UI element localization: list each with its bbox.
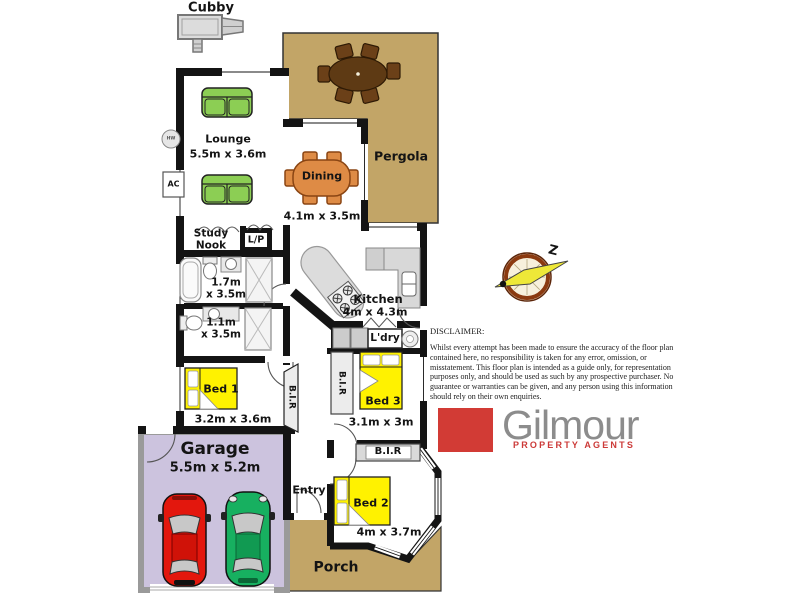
bir-bed1-label: B.I.R bbox=[286, 385, 297, 409]
laundry-label: L'dry bbox=[370, 331, 400, 344]
bir-bed2-label-box bbox=[365, 445, 412, 460]
sink-icon bbox=[401, 271, 417, 297]
toilet-icon bbox=[202, 256, 218, 280]
compass-needle bbox=[494, 260, 569, 288]
hot-water-icon bbox=[161, 129, 181, 149]
lounge-label: Lounge bbox=[205, 132, 251, 146]
study-nook-desk bbox=[196, 224, 274, 233]
gilmour-logo-tagline: PROPERTY AGENTS bbox=[513, 440, 636, 450]
cubby-label: Cubby bbox=[188, 0, 234, 16]
hot-water-label: HW bbox=[166, 136, 176, 142]
disclaimer-text: Whilst every attempt has been made to en… bbox=[430, 343, 674, 401]
gilmour-logo-name: Gilmour bbox=[502, 402, 640, 448]
bifold-door-icon bbox=[362, 317, 397, 328]
bed3-size: 3.1m x 3m bbox=[348, 415, 414, 429]
dining-label: Dining bbox=[301, 169, 343, 183]
bathroom-main-fixtures bbox=[179, 256, 273, 303]
bed2-label: Bed 2 bbox=[353, 496, 389, 510]
garage-label: Garage bbox=[180, 438, 250, 459]
lounge-size: 5.5m x 3.6m bbox=[189, 147, 267, 161]
bay-windows bbox=[374, 447, 441, 559]
bathroom-second-fixtures bbox=[179, 306, 272, 351]
bir-bed3 bbox=[330, 351, 354, 415]
study-nook-label: Study Nook bbox=[193, 227, 229, 252]
kitchen-island-icon bbox=[300, 245, 365, 319]
car-red-icon bbox=[158, 493, 211, 587]
outdoor-table-icon bbox=[317, 43, 401, 104]
laundry-tub-icon bbox=[401, 330, 419, 348]
kitchen-size: 4m x 4.3m bbox=[342, 305, 408, 319]
dining-table-icon bbox=[284, 151, 359, 205]
garage-door bbox=[150, 584, 274, 593]
sofa-icon bbox=[201, 174, 253, 205]
porch-label: Porch bbox=[313, 559, 359, 576]
pergola-label: Pergola bbox=[373, 148, 429, 164]
bed2-size: 4m x 3.7m bbox=[356, 525, 422, 539]
toilet-icon bbox=[179, 315, 203, 331]
basin-icon bbox=[220, 256, 242, 273]
door-gaps bbox=[146, 284, 427, 520]
bir-bed2-label: B.I.R bbox=[374, 446, 402, 458]
kitchen-label: Kitchen bbox=[353, 292, 403, 307]
shower-icon bbox=[245, 257, 273, 303]
sofa-icon bbox=[201, 87, 253, 118]
air-conditioner-icon bbox=[162, 171, 185, 198]
entry-label: Entry bbox=[292, 483, 326, 497]
basin-icon bbox=[202, 306, 240, 322]
shower-icon bbox=[244, 307, 272, 351]
gilmour-logo-mark bbox=[438, 408, 493, 452]
bed3-label: Bed 3 bbox=[365, 394, 401, 408]
garage-size: 5.5m x 5.2m bbox=[169, 460, 261, 476]
bed1-size: 3.2m x 3.6m bbox=[194, 412, 272, 426]
bed-icon bbox=[184, 367, 238, 410]
bir-bed3-label: B.I.R bbox=[336, 371, 347, 395]
cooktop-icon bbox=[326, 280, 365, 319]
laundry-appliances bbox=[332, 327, 419, 349]
linen-press-label: L/P bbox=[247, 234, 265, 246]
car-green-icon bbox=[221, 491, 275, 587]
air-conditioner-label: AC bbox=[167, 179, 180, 189]
bathtub-icon bbox=[179, 257, 202, 303]
disclaimer-title: DISCLAIMER: bbox=[430, 326, 485, 336]
bed-icon bbox=[359, 351, 403, 410]
bathroom-second-size: 1.1m x 3.5m bbox=[201, 316, 241, 341]
bathroom-main-size: 1.7m x 3.5m bbox=[206, 276, 246, 301]
kitchen-counter bbox=[365, 247, 421, 309]
dining-size: 4.1m x 3.5m bbox=[283, 209, 361, 223]
cubby-house-icon bbox=[177, 14, 244, 53]
compass-icon bbox=[494, 252, 569, 302]
bed1-label: Bed 1 bbox=[203, 382, 239, 396]
bed-icon bbox=[333, 476, 391, 526]
bir-bed1 bbox=[283, 362, 299, 433]
